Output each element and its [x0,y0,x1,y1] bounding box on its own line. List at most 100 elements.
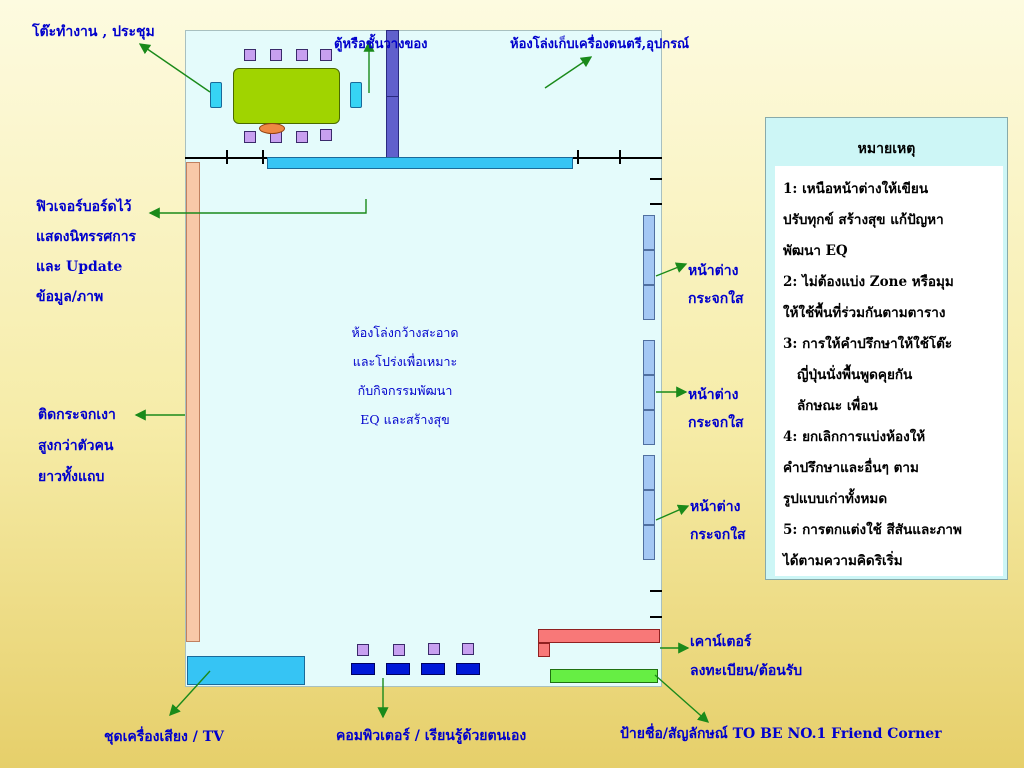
glass-window [643,215,655,250]
chair [270,49,282,61]
legend-line: 4: ยกเลิกการแบ่งห้องให้ [783,429,926,445]
reception-counter-side [538,643,550,657]
chair [320,49,332,61]
wall-tick [650,178,662,180]
room-description-line: กับกิจกรรมพัฒนา [357,383,453,398]
room-description-line: และโปร่งเพื่อเหมาะ [352,354,458,369]
label-line: หน้าต่าง [688,387,739,403]
arrow-feature-board [148,199,367,219]
room-description: ห้องโล่งกว้างสะอาด และโปร่งเพื่อเหมาะ กั… [330,318,480,434]
legend-item: 5: การตกแต่งใช้ สีสันและภาพ ได้ตามความคิ… [783,515,999,577]
chair [296,49,308,61]
computer-desk [351,663,375,675]
label-line: หน้าต่าง [688,263,739,279]
arrow-av-set [169,670,211,717]
chair [462,643,474,655]
legend-line: 2: ไม่ต้องแบ่ง Zone หรือมุม [783,274,954,290]
legend-title: หมายเหตุ [857,141,916,157]
label-line: สูงกว่าตัวคน [38,438,114,454]
arrow-meeting-table [138,43,211,93]
legend-line: 3: การให้คำปรึกษาให้ใช้โต๊ะ [783,336,953,352]
partition-tick [619,150,621,164]
legend-line: 5: การตกแต่งใช้ สีสันและภาพ [783,522,962,538]
label-window-2: หน้าต่าง กระจกใส [688,381,744,437]
legend-line: ลักษณะ เพื่อน [797,398,878,414]
label-meeting-table: โต๊ะทำงาน , ประชุม [32,24,155,40]
glass-window [643,525,655,560]
room-description-line: ห้องโล่งกว้างสะอาด [351,325,459,340]
legend-body: 1: เหนือหน้าต่างให้เขียน ปรับทุกข์ สร้าง… [775,166,1003,576]
chair [428,643,440,655]
partition-tick [577,150,579,164]
label-counter: เคาน์เตอร์ ลงทะเบียน/ต้อนรับ [690,628,802,686]
label-line: ลงทะเบียน/ต้อนรับ [690,663,803,679]
glass-window [643,490,655,525]
label-window-1: หน้าต่าง กระจกใส [688,257,744,313]
arrow-signage [654,674,710,723]
arrow-window-1 [655,262,688,277]
label-music-room: ห้องโล่งเก็บเครื่องดนตรี,อุปกรณ์ [510,37,690,52]
glass-window [643,455,655,490]
label-line: และ Update [36,259,123,275]
chair [244,131,256,143]
wall-tick [650,203,662,205]
floor-plan-room [185,30,662,687]
chair [244,49,256,61]
label-signage: ป้ายชื่อ/สัญลักษณ์ TO BE NO.1 Friend Cor… [620,726,942,742]
glass-window [643,410,655,445]
label-line: หน้าต่าง [690,499,741,515]
label-cabinet: ตู้หรือชั้นวางของ [334,37,428,52]
label-computer: คอมพิวเตอร์ / เรียนรู้ด้วยตนเอง [336,728,527,744]
partition-tick [262,150,264,164]
legend-item: 4: ยกเลิกการแบ่งห้องให้ คำปรึกษาและอื่นๆ… [783,422,999,515]
label-line: ข้อมูล/ภาพ [36,289,104,305]
legend-item: 3: การให้คำปรึกษาให้ใช้โต๊ะ ญี่ปุ่นนั่งพ… [783,329,999,422]
meeting-table [233,68,340,124]
legend-line: รูปแบบเก่าทั้งหมด [783,491,888,507]
legend-line: ญี่ปุ่นนั่งพื้นพูดคุยกัน [797,367,913,383]
chair [357,644,369,656]
label-line: กระจกใส [688,291,744,307]
wall-tick [650,616,662,618]
label-line: ฟิวเจอร์บอร์ดไว้ [36,199,132,215]
table-end-seat [350,82,362,108]
legend-item: 1: เหนือหน้าต่างให้เขียน ปรับทุกข์ สร้าง… [783,174,999,267]
legend-line: ปรับทุกข์ สร้างสุข แก้ปัญหา [783,212,944,228]
legend-line: 1: เหนือหน้าต่างให้เขียน [783,181,929,197]
label-feature-board: ฟิวเจอร์บอร์ดไว้ แสดงนิทรรศการ และ Updat… [36,192,136,312]
label-av-set: ชุดเครื่องเสียง / TV [104,729,225,745]
glass-window [643,250,655,285]
label-line: เคาน์เตอร์ [690,634,752,650]
label-line: ติดกระจกเงา [38,407,116,423]
glass-window [643,340,655,375]
room-description-line: EQ และสร้างสุข [360,412,450,427]
av-cabinet [187,656,305,685]
table-end-seat [210,82,222,108]
glass-window [643,285,655,320]
label-line: กระจกใส [688,415,744,431]
legend-line: ได้ตามความคิดริเริ่ม [783,553,903,569]
label-line: กระจกใส [690,527,746,543]
legend-panel: หมายเหตุ 1: เหนือหน้าต่างให้เขียน ปรับทุ… [765,117,1008,580]
cabinet-divider [386,96,399,97]
label-window-3: หน้าต่าง กระจกใส [690,493,746,549]
display-board [267,157,573,169]
legend-line: คำปรึกษาและอื่นๆ ตาม [783,460,919,476]
label-line: ยาวทั้งแถบ [38,469,105,485]
chair [296,131,308,143]
reception-counter [538,629,660,643]
computer-desk [386,663,410,675]
arrow-music-room [544,56,593,89]
chair [320,129,332,141]
legend-line: ให้ใช้พื้นที่ร่วมกันตามตาราง [783,305,946,321]
computer-desk [456,663,480,675]
computer-desk [421,663,445,675]
cushion [259,123,285,134]
mirror-strip [186,162,200,642]
signage-bar [550,669,658,683]
label-mirror: ติดกระจกเงา สูงกว่าตัวคน ยาวทั้งแถบ [38,400,116,493]
glass-window [643,375,655,410]
label-line: แสดงนิทรรศการ [36,229,137,245]
chair [393,644,405,656]
